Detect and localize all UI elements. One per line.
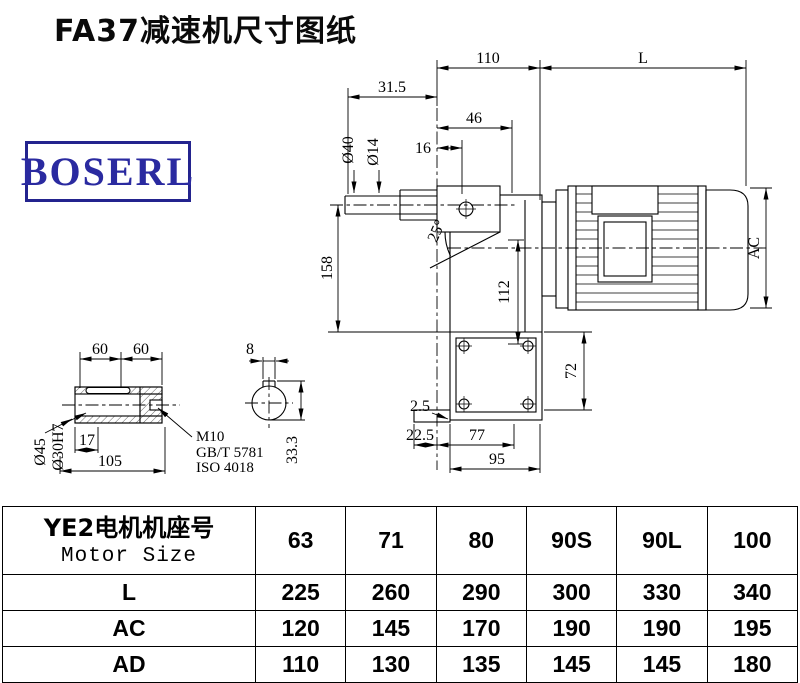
table-cell: 330 [616,574,708,611]
input-shaft [344,189,437,221]
row-label-AC: AC [2,610,256,647]
header-motor-size-cell: YE2电机机座号 Motor Size [2,506,256,575]
dim-33_3-label: 33.3 [284,436,301,464]
bottom-flange [455,337,537,413]
fan-cover [705,189,749,311]
row-label-AD: AD [2,646,256,683]
dim-95-label: 95 [489,451,505,468]
technical-drawing: 110 L 31.5 46 16 Ø40 Ø14 25° 158 112 AC … [32,50,772,476]
table-cell: 135 [435,646,527,683]
dim-22_5-label: 22.5 [406,427,434,444]
dia-30H7-label: Ø30H7 [50,423,67,470]
motor-size-90L: 90L [616,506,708,575]
angle-25-arc [444,231,451,257]
table-cell: 300 [525,574,618,611]
motor-adapter [541,201,557,297]
page-title: FA37减速机尺寸图纸 [54,14,358,49]
table-cell: 120 [254,610,347,647]
table-cell: 110 [254,646,347,683]
motor-size-100: 100 [706,506,799,575]
dim-17-label: 17 [79,432,95,449]
terminal-box [591,185,659,215]
table-cell: 195 [706,610,799,647]
table-cell: 145 [616,646,708,683]
thread-M10-label: M10 [196,429,224,445]
gearbox-housing [413,185,543,423]
table-cell: 225 [254,574,347,611]
dim-AC-label: AC [746,237,763,259]
table-cell: 290 [435,574,527,611]
dim-L-label: L [638,50,648,67]
dim-2_5-leader [431,412,449,420]
boserl-logo-text: BOSERL [20,149,196,194]
dim-8-label: 8 [246,341,254,358]
dim-112-label: 112 [496,280,513,303]
dim-158-label: 158 [319,256,336,280]
table-cell: 340 [706,574,799,611]
header-motor-size-en: Motor Size [60,544,198,568]
dim-77-label: 77 [469,427,485,444]
table-row-AD: AD 110 130 135 145 145 180 [2,646,799,683]
std-iso-label: ISO 4018 [196,460,254,476]
dia-45-label: Ø45 [32,438,49,466]
table-row-L: L 225 260 290 300 330 340 [2,574,799,611]
dim-110-label: 110 [476,50,499,67]
table-row-AC: AC 120 145 170 190 190 195 [2,610,799,647]
dim-60-left-label: 60 [92,341,108,358]
table-cell: 170 [435,610,527,647]
m10-leader [157,407,193,438]
motor-size-71: 71 [345,506,437,575]
motor-nameplate [597,215,653,283]
table-cell: 180 [706,646,799,683]
row-label-L: L [2,574,256,611]
motor-size-90S: 90S [525,506,618,575]
motor-size-table: YE2电机机座号 Motor Size 63 71 80 90S 90L 100… [2,506,799,683]
dim-16-label: 16 [415,140,431,157]
table-cell: 145 [525,646,618,683]
motor-size-80: 80 [435,506,527,575]
angle-25-line [429,231,501,269]
centerlines [62,108,770,470]
dimension-lines [44,60,772,474]
dim-46-label: 46 [466,110,482,127]
boserl-logo: BOSERL [21,141,193,202]
dimension-labels: 110 L 31.5 46 16 Ø40 Ø14 25° 158 112 AC … [32,50,763,476]
dim-31_5-label: 31.5 [378,79,406,96]
dia-14-label: Ø14 [365,138,382,166]
table-cell: 190 [525,610,618,647]
table-cell: 190 [616,610,708,647]
dim-2_5-label: 2.5 [410,398,430,415]
motor-flange [555,189,569,309]
table-cell: 130 [345,646,437,683]
table-header-row: YE2电机机座号 Motor Size 63 71 80 90S 90L 100 [2,506,799,575]
dim-72-label: 72 [563,363,580,379]
table-cell: 260 [345,574,437,611]
std-gb-label: GB/T 5781 [196,445,264,461]
dia-40-label: Ø40 [340,136,357,164]
dim-60-right-label: 60 [133,341,149,358]
table-cell: 145 [345,610,437,647]
keyway-slot [85,386,131,395]
motor-size-63: 63 [254,506,347,575]
dim-105-label: 105 [98,453,122,470]
header-motor-size-cn: YE2电机机座号 [43,514,215,543]
